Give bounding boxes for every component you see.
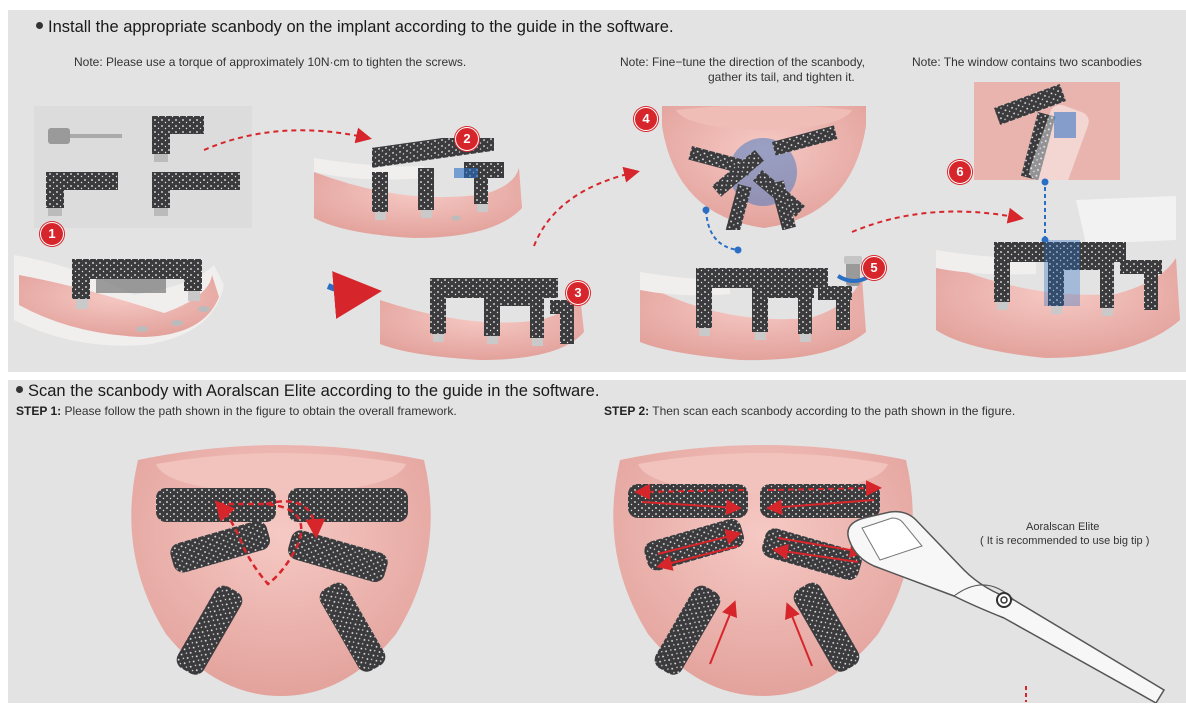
step1-instruction: STEP 1: Please follow the path shown in … bbox=[16, 404, 457, 418]
scanning-panel: Scan the scanbody with Aoralscan Elite a… bbox=[8, 380, 1186, 703]
installation-panel: Install the appropriate scanbody on the … bbox=[8, 10, 1186, 372]
red-marker-line bbox=[1022, 686, 1030, 704]
red-flow-arrows bbox=[8, 10, 1186, 372]
step2-instruction: STEP 2: Then scan each scanbody accordin… bbox=[604, 404, 1015, 418]
device-tip-label: ( It is recommended to use big tip ) bbox=[980, 535, 1149, 547]
bullet-icon bbox=[16, 386, 23, 393]
step1-jaw-scan-path-illustration bbox=[116, 434, 446, 700]
scan-heading: Scan the scanbody with Aoralscan Elite a… bbox=[16, 382, 599, 401]
step1-label: STEP 1: bbox=[16, 404, 61, 418]
step2-label: STEP 2: bbox=[604, 404, 649, 418]
device-name-label: Aoralscan Elite bbox=[1026, 521, 1099, 533]
